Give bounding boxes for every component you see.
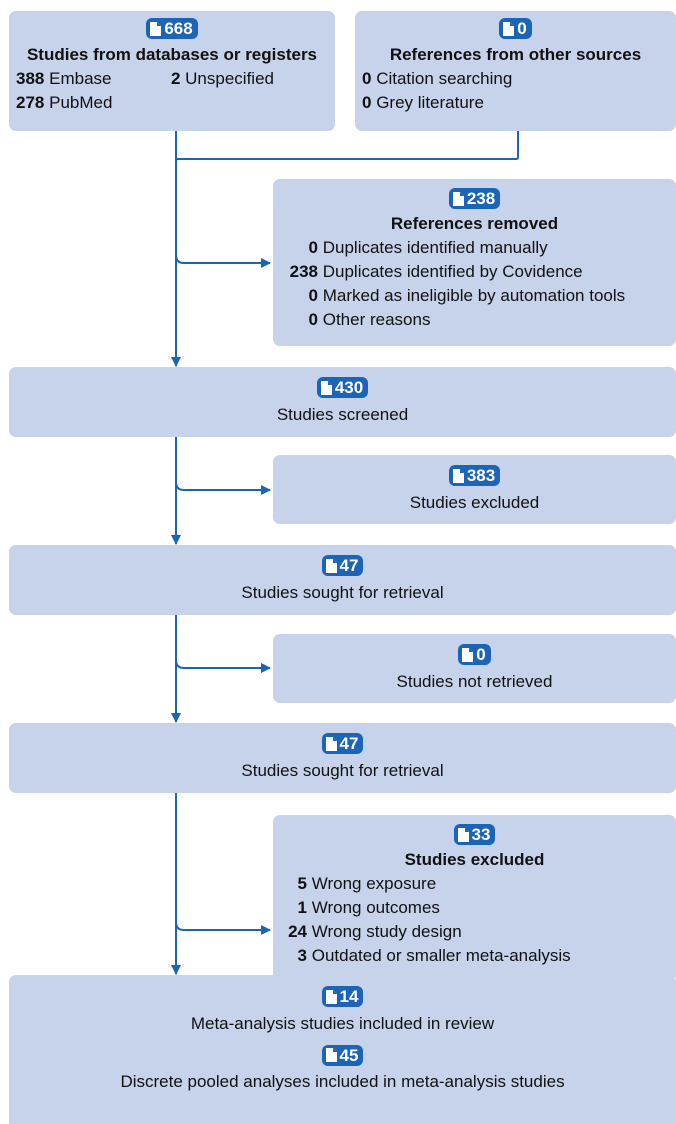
count-value: 238 [466,189,496,208]
count-badge: 47 [321,733,364,754]
list-item: 0 Duplicates identified manually [308,237,548,257]
count-value: 47 [339,734,359,753]
list-item: 3 Outdated or smaller meta-analysis [297,945,571,965]
count-value: 45 [339,1045,359,1065]
studies-sought-box: 47 Studies sought for retrieval [9,723,676,793]
document-icon [462,647,474,662]
list-item: 1 Wrong outcomes [297,897,440,917]
count-value: 668 [164,19,193,38]
box-label: Studies screened [276,404,409,424]
included-box: 14 Meta-analysis studies included in rev… [9,975,676,1124]
count-badge: 33 [453,824,496,845]
count-badge: 383 [448,465,501,486]
box-label: Studies sought for retrieval [241,760,444,780]
count-badge: 238 [448,188,501,209]
count-badge: 14 [321,986,364,1007]
box-title: Studies excluded [404,849,545,869]
document-icon [325,736,337,751]
box-title: References from other sources [389,44,642,64]
arrow-to-removed [175,254,271,268]
list-item: 238 Duplicates identified by Covidence [289,261,583,281]
box-title: Studies from databases or registers [26,44,318,64]
document-icon [457,827,469,842]
box-label: Studies excluded [409,492,540,512]
document-icon [320,380,332,395]
count-badge: 0 [499,18,532,39]
count-badge: 0 [458,644,491,665]
count-value: 430 [334,378,364,397]
document-icon [452,191,464,206]
count-badge: 45 [321,1044,364,1066]
arrow-to-not-retrieved [175,659,271,673]
box-label: Discrete pooled analyses included in met… [120,1072,565,1091]
document-icon [325,989,337,1004]
arrow-to-excluded1 [175,481,271,495]
count-badge: 668 [146,18,198,39]
connector-other-sources [176,131,519,160]
box-label: Meta-analysis studies included in review [190,1013,495,1033]
studies-screened-box: 430 Studies screened [9,367,676,437]
list-item: 0 Marked as ineligible by automation too… [308,285,626,305]
list-item: 24 Wrong study design [288,921,462,941]
document-icon [452,468,464,483]
box-title: References removed [390,213,559,233]
count-badge: 47 [321,555,364,576]
count-value: 33 [471,825,491,844]
studies-not-retrieved-box: 0 Studies not retrieved [273,634,676,703]
other-sources-box: 0 References from other sources 0 Citati… [355,11,676,131]
list-item: 0 Other reasons [308,309,431,329]
count-value: 0 [517,19,527,38]
studies-sought-box: 47 Studies sought for retrieval [9,545,676,615]
count-value: 0 [476,645,486,664]
count-value: 47 [339,556,359,575]
references-removed-box: 238 References removed 0 Duplicates iden… [273,179,676,346]
document-icon [503,21,515,36]
count-value: 14 [339,987,359,1006]
count-badge: 430 [316,377,369,398]
count-value: 383 [466,466,496,485]
studies-excluded-box: 383 Studies excluded [273,455,676,524]
document-icon [325,558,337,573]
databases-box: 668 Studies from databases or registers … [9,11,335,131]
document-icon [325,1048,337,1062]
document-icon [150,21,162,36]
list-item: 0 Citation searching [362,68,513,88]
list-item: 278 PubMed [16,92,113,112]
studies-excluded-reasons-box: 33 Studies excluded 5 Wrong exposure 1 W… [273,815,676,982]
list-item: 0 Grey literature [362,92,484,112]
arrow-to-excluded2 [175,921,271,935]
box-label: Studies not retrieved [396,671,553,691]
list-item: 5 Wrong exposure [297,873,437,893]
list-item: 388 Embase 2 Unspecified [16,68,274,88]
box-label: Studies sought for retrieval [241,582,444,602]
